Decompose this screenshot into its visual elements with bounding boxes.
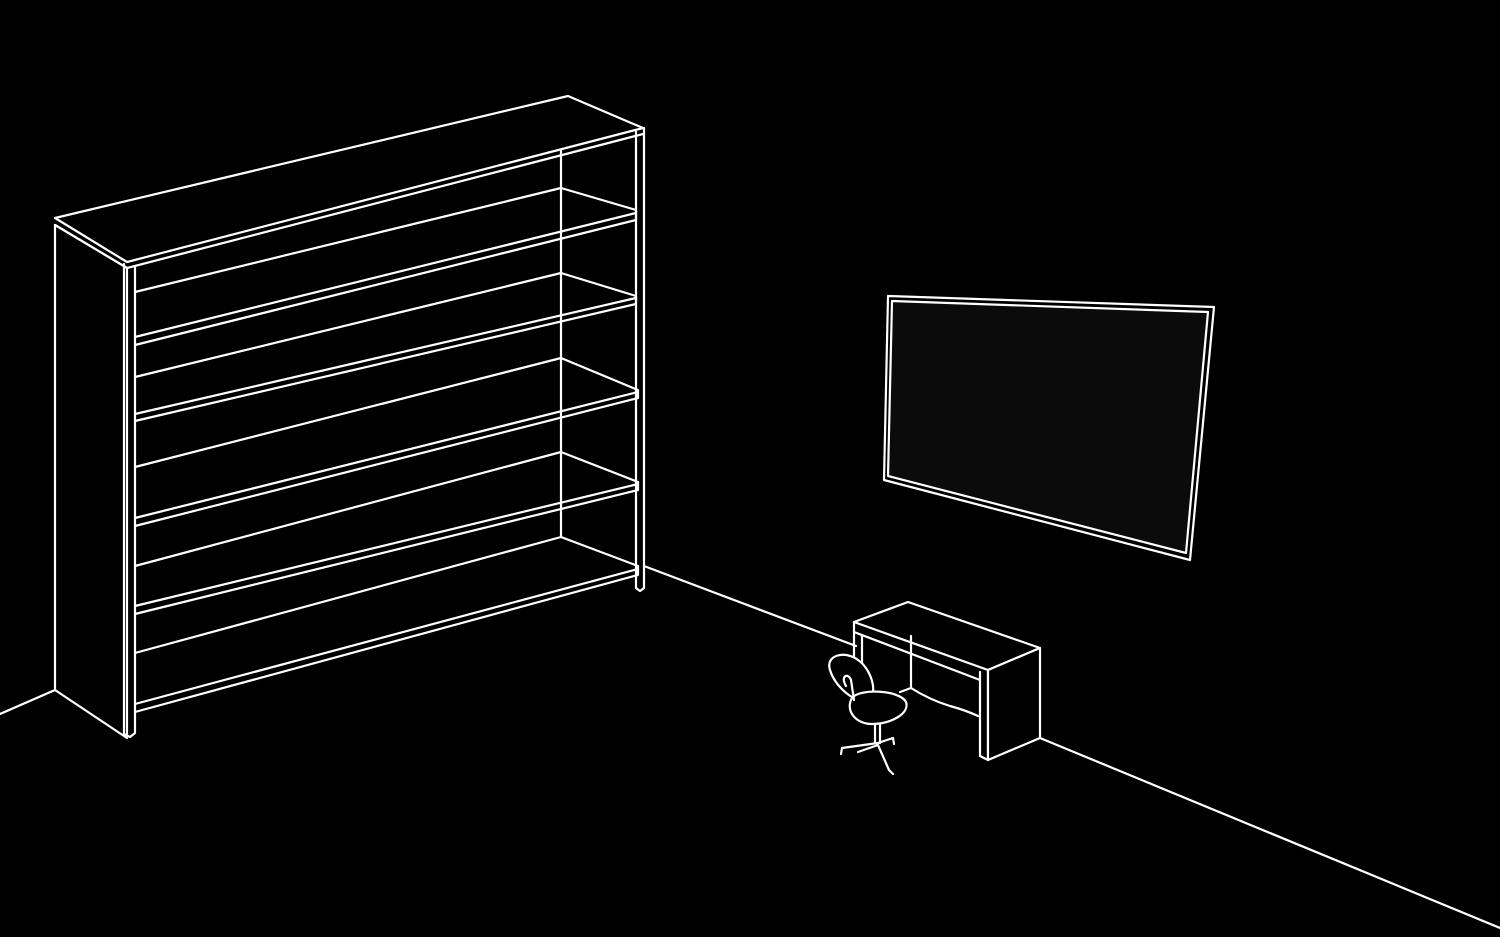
desk-icon[interactable] bbox=[852, 600, 1042, 762]
office-chair-icon[interactable] bbox=[828, 653, 908, 776]
floor-lines bbox=[0, 564, 1500, 930]
bookshelf-icon[interactable] bbox=[53, 94, 646, 740]
tv-icon[interactable] bbox=[882, 294, 1216, 562]
shelves bbox=[133, 186, 640, 714]
